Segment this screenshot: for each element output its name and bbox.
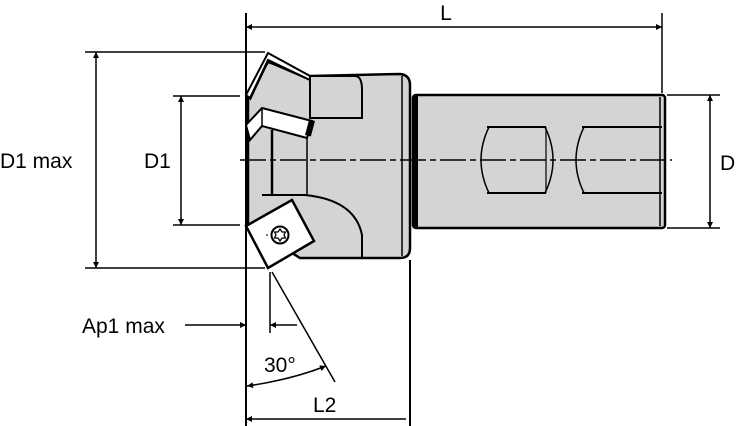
shank <box>411 93 667 230</box>
label-D1: D1 <box>144 150 171 173</box>
label-lead-angle: 30° <box>264 354 296 377</box>
dimension-L: L <box>245 2 663 426</box>
insert-bottom <box>244 198 316 270</box>
dimension-Ap1-max: Ap1 max <box>82 272 297 338</box>
dimension-D1-max: D1 max <box>0 51 265 269</box>
insert-top <box>244 51 311 101</box>
dimension-lead-angle: 30° <box>246 271 336 389</box>
label-D: D <box>720 152 735 175</box>
dimension-L2: L2 <box>246 260 411 426</box>
label-Ap1-max: Ap1 max <box>82 315 165 338</box>
dimension-D1: D1 <box>144 95 240 226</box>
label-L: L <box>440 2 452 25</box>
insert-middle <box>244 106 315 143</box>
dimension-D: D <box>667 94 735 229</box>
torx-screw-icon <box>266 225 290 245</box>
label-L2: L2 <box>313 394 336 417</box>
label-D1-max: D1 max <box>0 150 73 173</box>
